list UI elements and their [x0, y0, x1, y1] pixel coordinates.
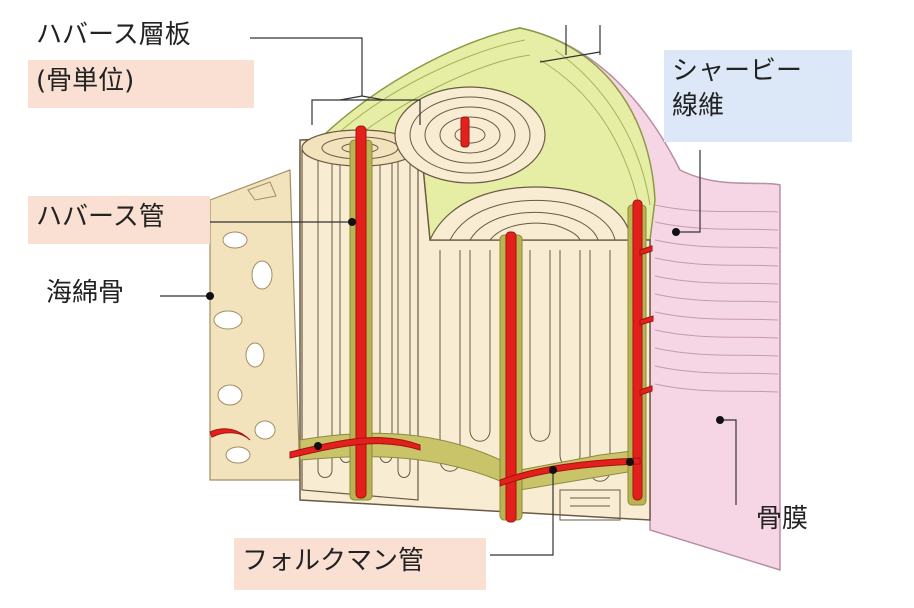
leader-lines [160, 25, 737, 556]
blood-vessels [209, 116, 654, 523]
spongy-bone-label: 海綿骨 [38, 276, 132, 311]
volkmann-canal-label: フォルクマン管 [234, 538, 486, 590]
haversian-canal-text: ハバース管 [36, 202, 165, 232]
periosteum-label: 骨膜 [748, 502, 816, 537]
osteon-right-disc [429, 186, 631, 241]
sharpey-fibers-text-2: 線維 [672, 91, 725, 122]
sharpey-fibers-text-1: シャービー [672, 56, 803, 86]
periosteum-text: 骨膜 [756, 504, 809, 534]
volkmann-canal-text: フォルクマン管 [242, 546, 425, 576]
osteon-text: (骨単位) [36, 66, 135, 96]
haversian-canal-label: ハバース管 [28, 196, 210, 244]
osteon-label: (骨単位) [28, 60, 254, 108]
osteon-top-disc [394, 86, 546, 184]
spongy-bone [209, 169, 301, 481]
haversian-lamella-text: ハバース層板 [36, 20, 191, 50]
haversian-lamella-label: ハバース層板 [28, 18, 199, 53]
pointer-dots [206, 218, 724, 474]
sharpey-fibers-label: シャービー 線維 [664, 50, 852, 142]
spongy-bone-text: 海綿骨 [46, 278, 125, 308]
